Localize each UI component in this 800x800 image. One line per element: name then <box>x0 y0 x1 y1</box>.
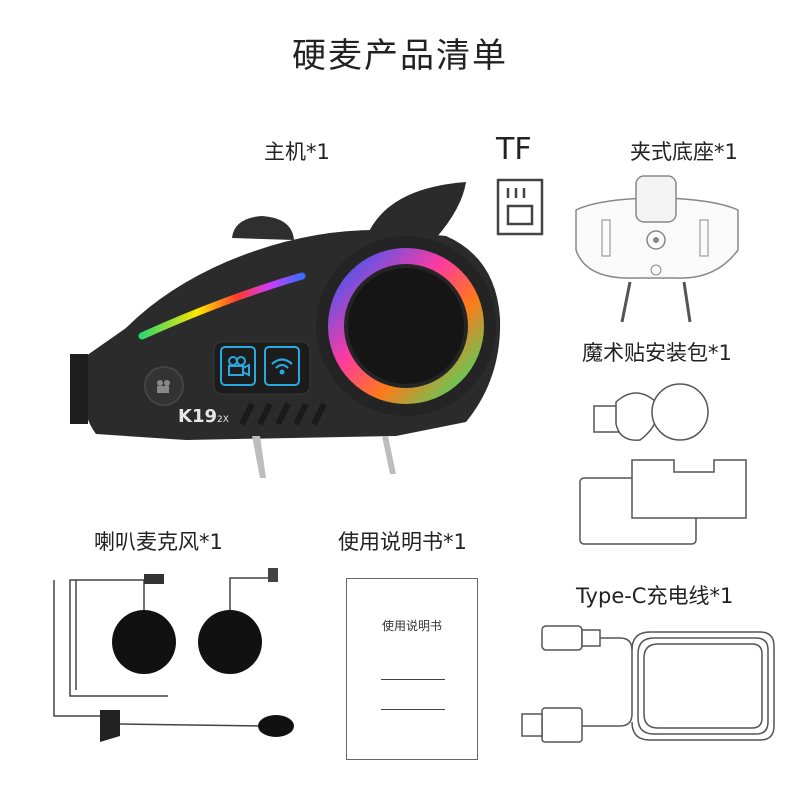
tf-label: TF <box>496 132 532 167</box>
camera-icon <box>220 346 256 386</box>
speaker-label: 喇叭麦克风*1 <box>94 530 223 554</box>
manual-label: 使用说明书*1 <box>338 530 467 554</box>
speaker-mic-image <box>53 568 294 742</box>
sd-card-icon <box>496 178 544 236</box>
type-c-cable-image <box>521 625 775 743</box>
clip-mount-image <box>575 175 739 323</box>
cable-label: Type-C充电线*1 <box>576 584 734 608</box>
device-model-label: K192X <box>178 406 229 427</box>
velcro-pack-image <box>579 383 747 545</box>
host-device-image <box>70 182 501 478</box>
manual-line <box>381 709 445 710</box>
manual-booklet-image: 使用说明书 <box>346 578 478 760</box>
phone-button-icon <box>144 366 184 406</box>
manual-line <box>381 679 445 680</box>
mount-label: 夹式底座*1 <box>630 140 738 164</box>
manual-cover-text: 使用说明书 <box>381 619 442 633</box>
velcro-label: 魔术贴安装包*1 <box>582 341 732 365</box>
wifi-icon <box>264 346 300 386</box>
host-label: 主机*1 <box>264 140 330 164</box>
page-title: 硬麦产品清单 <box>292 36 508 76</box>
